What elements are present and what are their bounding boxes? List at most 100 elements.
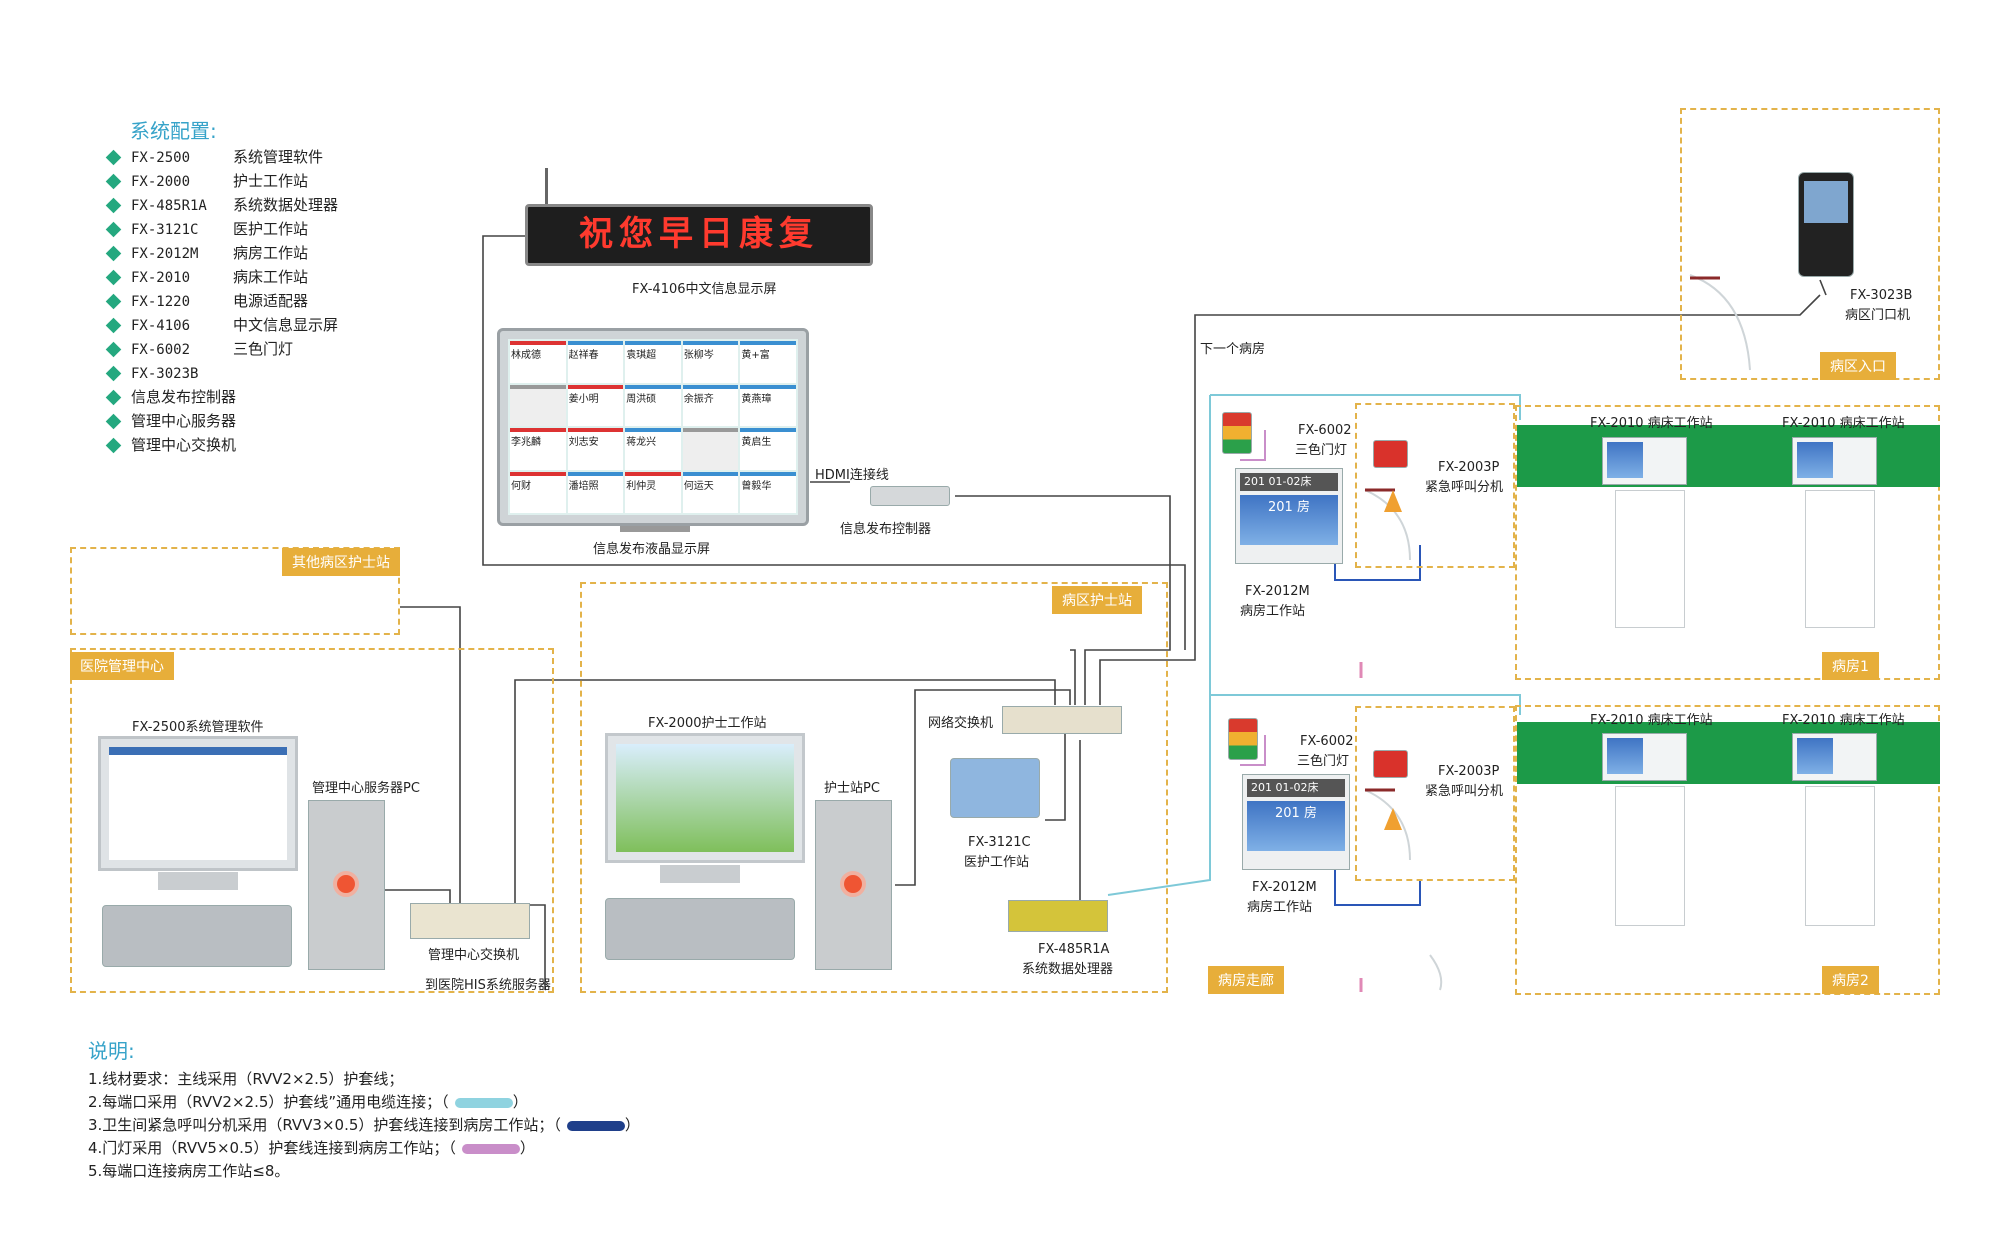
bed-card: 潘培照: [567, 471, 624, 513]
zone-tag-ward1: 病房1: [1822, 652, 1879, 680]
processor-device: [1008, 900, 1108, 932]
note-line: 5.每端口连接病房工作站≤8。: [88, 1162, 290, 1180]
nurse-keyboard: [605, 898, 795, 960]
medical-model: FX-3121C: [968, 835, 1031, 850]
room2-call-model: FX-2003P: [1438, 764, 1500, 779]
room2-bed1-caption: FX-2010 病床工作站: [1590, 713, 1713, 728]
mgmt-server-caption: 管理中心服务器PC: [312, 781, 420, 796]
room1-bed2-terminal: [1792, 437, 1877, 485]
processor-model: FX-485R1A: [1038, 942, 1110, 957]
power-button-icon: [333, 871, 359, 897]
entry-caption: 病区门口机: [1845, 308, 1911, 323]
bed-card: 李兆麟: [510, 428, 566, 470]
mgmt-monitor: [98, 736, 298, 871]
mgmt-server-pc: [308, 800, 385, 970]
room2-lamp-caption: 三色门灯: [1297, 754, 1350, 769]
zone-tag-mgmt: 医院管理中心: [70, 652, 174, 680]
room1-pull-cord-icon: [1384, 490, 1402, 512]
zone-tag-ward2: 病房2: [1822, 966, 1879, 994]
bullet-diamond-icon: [105, 245, 122, 262]
room2-call-unit: [1373, 750, 1408, 778]
cable-color-swatch: [461, 1143, 520, 1154]
room1-bed2: [1805, 490, 1875, 628]
nurse-pc: [815, 800, 892, 970]
mgmt-switch-caption: 管理中心交换机: [428, 948, 520, 963]
bullet-diamond-icon: [105, 293, 122, 310]
bullet-diamond-icon: [105, 269, 122, 286]
bed-card: 曾毅华: [740, 471, 796, 513]
note-line: 2.每端口采用（RVV2×2.5）护套线”通用电缆连接；（）: [88, 1093, 528, 1111]
mgmt-software-caption: FX-2500系统管理软件: [132, 720, 264, 735]
entry-model: FX-3023B: [1850, 288, 1913, 303]
bed-card: 余振齐: [682, 384, 739, 426]
power-button-icon: [840, 871, 866, 897]
bed-card: [682, 428, 739, 470]
room2-door-lamp: [1228, 718, 1258, 760]
room1-ws-screen: 201 01-02床: [1240, 473, 1338, 491]
lcd-display: 林成德 赵祥春 袁琪超 张柳岑 黄+富 姜小明 周洪硕 余振齐 黄燕璋 李兆麟 …: [497, 328, 809, 526]
config-title: 系统配置:: [130, 119, 217, 143]
room2-ward-workstation: 201 01-02床 201 房: [1242, 774, 1350, 870]
bed-card: 林成德: [510, 341, 566, 383]
nurse-monitor: [605, 733, 805, 863]
room1-lamp-model: FX-6002: [1298, 423, 1352, 438]
room2-bed2: [1805, 786, 1875, 926]
room1-bed1: [1615, 490, 1685, 628]
zone-mgmt-center: [70, 648, 554, 993]
room1-bed1-terminal: [1602, 437, 1687, 485]
hdmi-label: HDMI连接线: [815, 468, 889, 483]
room1-ws-caption: 病房工作站: [1240, 604, 1306, 619]
room1-call-model: FX-2003P: [1438, 460, 1500, 475]
bed-card: 姜小明: [567, 384, 624, 426]
room1-lamp-caption: 三色门灯: [1295, 443, 1348, 458]
room2-call-area: [1355, 706, 1515, 881]
bed-card: 刘志安: [567, 428, 624, 470]
controller-caption: 信息发布控制器: [840, 522, 932, 537]
mgmt-monitor-stand: [158, 872, 238, 890]
led-display: 祝您早日康复: [525, 204, 873, 266]
zone-tag-other-nurse: 其他病区护士站: [282, 548, 400, 576]
room1-ward-workstation: 201 01-02床 201 房: [1235, 468, 1343, 564]
room1-bed1-caption: FX-2010 病床工作站: [1590, 416, 1713, 431]
room2-ws-main: 201 房: [1247, 801, 1345, 851]
room2-ws-model: FX-2012M: [1252, 880, 1317, 895]
next-room-caption: 下一个病房: [1200, 342, 1266, 357]
bullet-diamond-icon: [105, 221, 122, 238]
bullet-diamond-icon: [105, 413, 122, 430]
processor-caption: 系统数据处理器: [1022, 962, 1114, 977]
bullet-diamond-icon: [105, 365, 122, 382]
bed-card: 何财: [510, 471, 566, 513]
room2-bed1: [1615, 786, 1685, 926]
bed-card: 周洪硕: [625, 384, 681, 426]
zone-ward-2: [1515, 705, 1940, 995]
room1-bed1-screen: [1607, 442, 1643, 478]
led-antenna: [545, 168, 548, 204]
room2-ws-caption: 病房工作站: [1247, 900, 1313, 915]
bullet-diamond-icon: [105, 437, 122, 454]
bed-card: 张柳岑: [682, 341, 739, 383]
lcd-stand: [620, 526, 690, 532]
bed-card: 赵祥春: [567, 341, 624, 383]
room1-door-lamp: [1222, 412, 1252, 454]
zone-ward-entry: [1680, 108, 1940, 380]
config-item: FX-3023B: [105, 361, 233, 385]
zone-ward-1: [1515, 405, 1940, 680]
room1-bed2-caption: FX-2010 病床工作站: [1782, 416, 1905, 431]
bullet-diamond-icon: [105, 197, 122, 214]
nurse-screen: [616, 744, 794, 852]
room2-bed1-terminal: [1602, 733, 1687, 781]
room1-call-caption: 紧急呼叫分机: [1425, 480, 1504, 495]
net-switch-device: [1002, 706, 1122, 734]
room2-pull-cord-icon: [1384, 808, 1402, 830]
zone-tag-ward-entry: 病区入口: [1820, 352, 1896, 380]
room2-bed2-caption: FX-2010 病床工作站: [1782, 713, 1905, 728]
bullet-diamond-icon: [105, 149, 122, 166]
notes-title: 说明:: [88, 1039, 135, 1063]
note-line: 4.门灯采用（RVV5×0.5）护套线连接到病房工作站；（）: [88, 1139, 535, 1157]
medical-caption: 医护工作站: [964, 855, 1030, 870]
zone-other-nurse-station: [70, 547, 400, 635]
led-caption: FX-4106中文信息显示屏: [632, 282, 777, 297]
